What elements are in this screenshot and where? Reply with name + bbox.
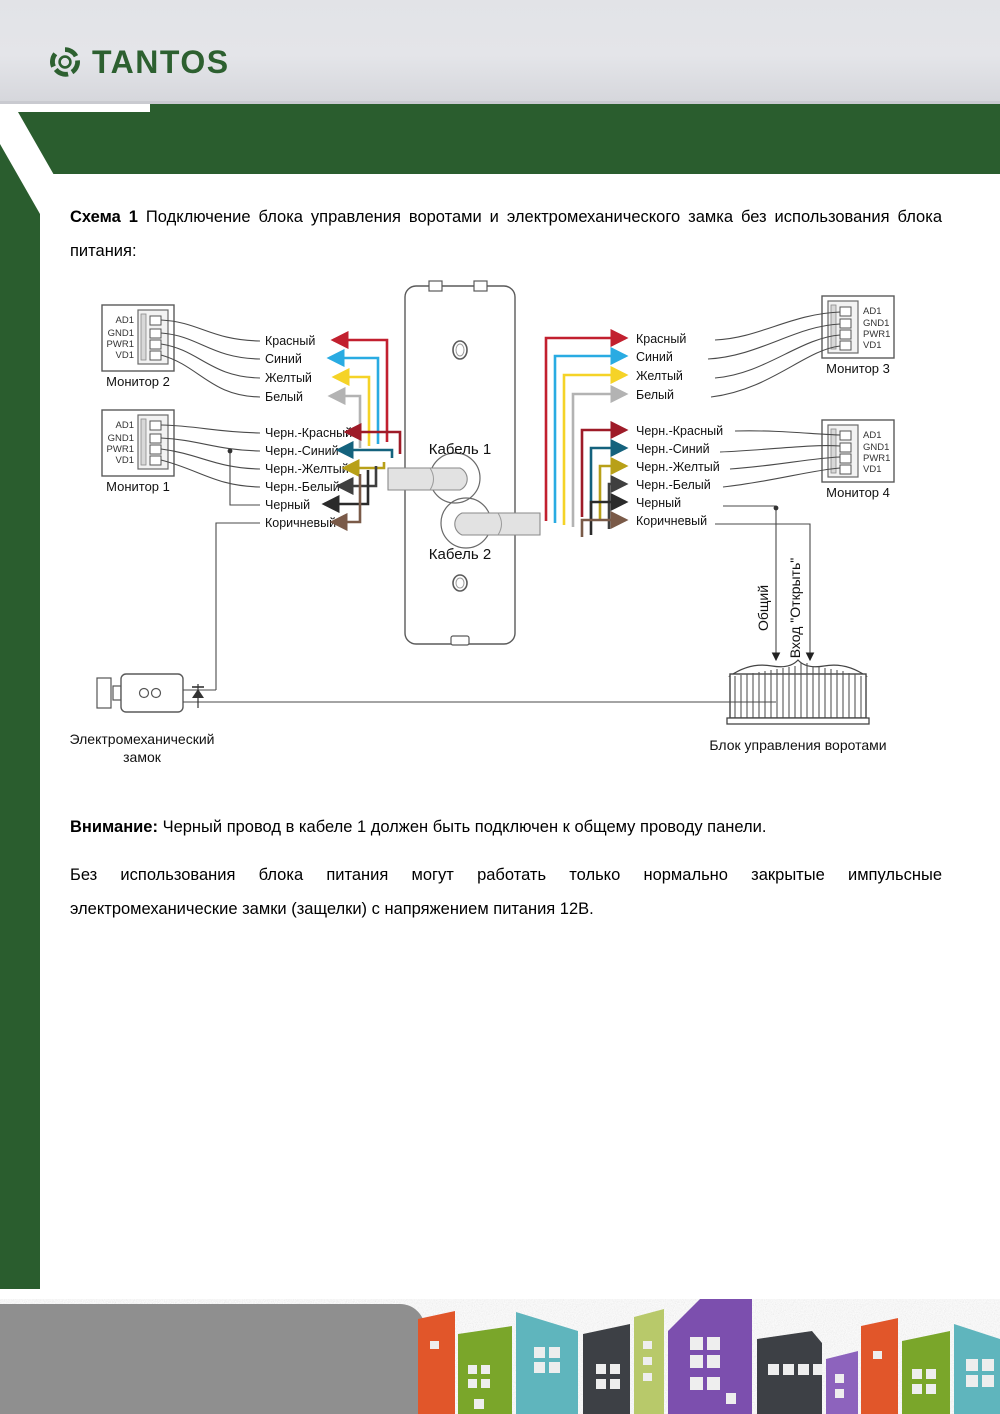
monitor-3-group: AD1 GND1 PWR1 VD1 Монитор 3 xyxy=(821,295,895,376)
attention-note: Внимание: Черный провод в кабеле 1 долже… xyxy=(70,810,942,844)
svg-text:AD1: AD1 xyxy=(116,420,134,431)
scheme-title: Подключение блока управления воротами и … xyxy=(70,208,942,260)
gate-control-block: Общий Вход "Открыть" Блок управления вор… xyxy=(709,505,887,753)
electromechanical-lock: Электромеханический замок xyxy=(70,673,776,765)
header-divider xyxy=(0,101,1000,104)
svg-text:Черн.-Желтый: Черн.-Желтый xyxy=(636,460,720,474)
svg-text:Желтый: Желтый xyxy=(265,371,312,385)
lock-label-line1: Электромеханический xyxy=(70,731,214,747)
svg-text:Синий: Синий xyxy=(636,350,673,364)
svg-text:AD1: AD1 xyxy=(863,430,881,441)
brand-name: TANTOS xyxy=(92,44,230,80)
svg-text:PWR1: PWR1 xyxy=(107,339,134,350)
svg-text:Черн.-Белый: Черн.-Белый xyxy=(265,480,340,494)
page-header xyxy=(0,0,1000,101)
svg-text:Монитор 4: Монитор 4 xyxy=(826,485,890,500)
door-panel xyxy=(404,280,516,646)
svg-text:GND1: GND1 xyxy=(108,328,134,339)
svg-text:Белый: Белый xyxy=(636,388,674,402)
cable1-wire-labels-left: Красный Синий Желтый Белый xyxy=(265,334,315,404)
svg-text:Черн.-Белый: Черн.-Белый xyxy=(636,478,711,492)
monitor-1-group: AD1 GND1 PWR1 VD1 Монитор 1 xyxy=(101,409,175,494)
svg-text:Монитор 1: Монитор 1 xyxy=(106,479,170,494)
svg-text:VD1: VD1 xyxy=(116,455,134,466)
svg-text:Коричневый: Коричневый xyxy=(636,514,707,528)
bottom-text-block: Внимание: Черный провод в кабеле 1 долже… xyxy=(70,810,942,932)
green-banner-bar xyxy=(0,104,1000,174)
svg-text:PWR1: PWR1 xyxy=(863,329,890,340)
wiring-diagram: .pin{font:9.5px "Liberation Sans",sans-s… xyxy=(70,278,950,808)
lock-label-line2: замок xyxy=(123,749,162,765)
svg-text:GND1: GND1 xyxy=(108,433,134,444)
svg-text:AD1: AD1 xyxy=(863,306,881,317)
svg-text:Желтый: Желтый xyxy=(636,369,683,383)
cable2-wire-labels-left: Черн.-Красный Черн.-Синий Черн.-Желтый Ч… xyxy=(265,426,352,530)
cable-2-label: Кабель 2 xyxy=(429,546,491,563)
cable2-wire-labels-right: Черн.-Красный Черн.-Синий Черн.-Желтый Ч… xyxy=(636,424,723,528)
footer-grey-slab xyxy=(0,1304,425,1414)
svg-text:PWR1: PWR1 xyxy=(863,453,890,464)
monitor-2-group: AD1 GND1 PWR1 VD1 Монитор 2 xyxy=(101,304,175,389)
svg-text:PWR1: PWR1 xyxy=(107,444,134,455)
scheme-heading: Схема 1 Подключение блока управления вор… xyxy=(70,200,942,268)
svg-text:VD1: VD1 xyxy=(863,340,881,351)
green-corner-notch xyxy=(0,104,150,214)
svg-text:Черн.-Синий: Черн.-Синий xyxy=(265,444,339,458)
circular-arrows-icon xyxy=(47,44,83,80)
attention-label: Внимание: xyxy=(70,818,158,836)
cable1-wire-labels-right: Красный Синий Желтый Белый xyxy=(636,332,686,402)
svg-text:AD1: AD1 xyxy=(116,315,134,326)
scheme-heading-block: Схема 1 Подключение блока управления вор… xyxy=(70,200,942,272)
gate-block-label: Блок управления воротами xyxy=(709,737,886,753)
svg-text:GND1: GND1 xyxy=(863,442,889,453)
svg-text:Монитор 3: Монитор 3 xyxy=(826,361,890,376)
svg-text:Красный: Красный xyxy=(636,332,686,346)
svg-text:Черный: Черный xyxy=(636,496,681,510)
gate-common-label: Общий xyxy=(755,585,771,631)
svg-text:Черн.-Красный: Черн.-Красный xyxy=(636,424,723,438)
svg-text:Черн.-Желтый: Черн.-Желтый xyxy=(265,462,349,476)
body-paragraph: Без использования блока питания могут ра… xyxy=(70,866,942,918)
page-footer xyxy=(0,1269,1000,1414)
monitor-4-group: AD1 GND1 PWR1 VD1 Монитор 4 xyxy=(821,419,895,500)
attention-text: Черный провод в кабеле 1 должен быть под… xyxy=(157,818,767,836)
svg-text:Монитор 2: Монитор 2 xyxy=(106,374,170,389)
svg-text:Красный: Красный xyxy=(265,334,315,348)
brand-logo: TANTOS xyxy=(47,40,230,84)
svg-text:Черн.-Красный: Черн.-Красный xyxy=(265,426,352,440)
cable-1-label: Кабель 1 xyxy=(429,441,491,458)
gate-open-label: Вход "Открыть" xyxy=(787,558,803,659)
svg-text:VD1: VD1 xyxy=(116,350,134,361)
svg-text:Черный: Черный xyxy=(265,498,310,512)
svg-text:VD1: VD1 xyxy=(863,464,881,475)
svg-text:Синий: Синий xyxy=(265,352,302,366)
svg-text:GND1: GND1 xyxy=(863,318,889,329)
green-side-stripe xyxy=(0,104,40,1289)
svg-text:Белый: Белый xyxy=(265,390,303,404)
diode-symbol xyxy=(192,684,204,708)
scheme-label: Схема 1 xyxy=(70,208,138,226)
svg-text:Коричневый: Коричневый xyxy=(265,516,336,530)
svg-text:Черн.-Синий: Черн.-Синий xyxy=(636,442,710,456)
